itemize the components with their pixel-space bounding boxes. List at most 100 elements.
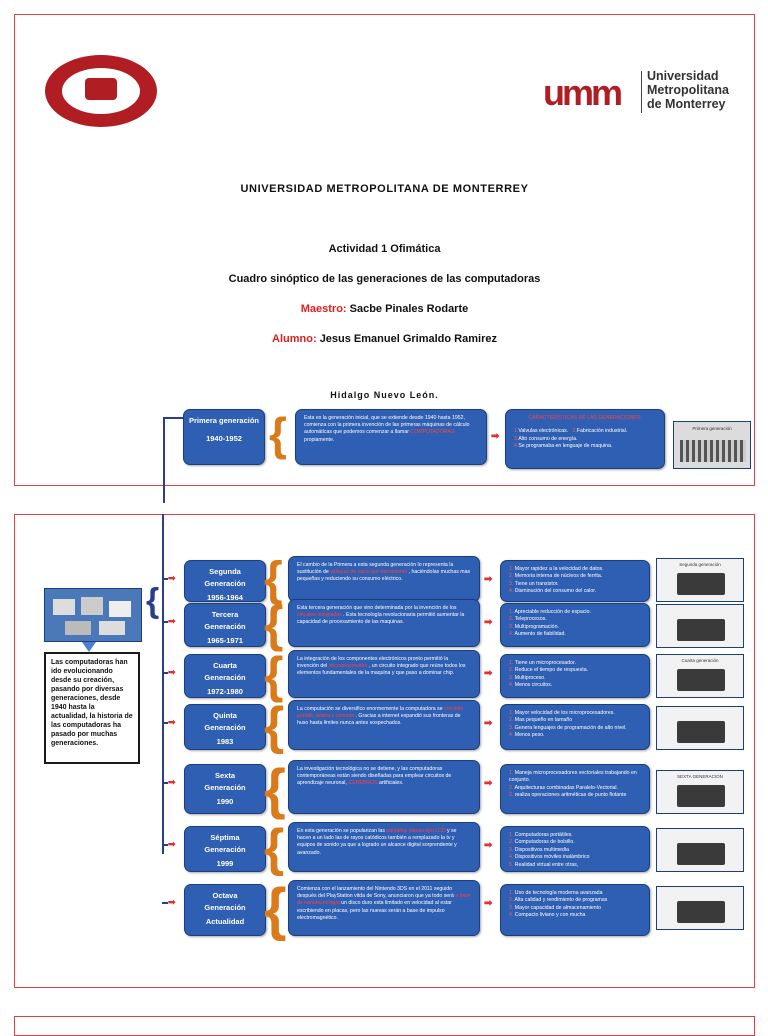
- down-arrow-icon: [82, 642, 96, 652]
- generation-characteristics: 1. Maneja microprocesadores vectoriales …: [500, 764, 650, 814]
- brand-line-2: Metropolitana: [647, 83, 729, 97]
- bracket-icon: {: [264, 553, 283, 606]
- generation-name: Séptima Generación: [204, 833, 246, 854]
- right-arrow-icon: ➡: [484, 574, 493, 585]
- teacher-name: Sacbe Pinales Rodarte: [349, 303, 469, 315]
- generation-years: 1940-1952: [206, 434, 242, 443]
- summary-text-box: Las computadoras han ido evolucionando d…: [44, 652, 140, 764]
- generation-box: Primera generación 1940-1952: [183, 409, 265, 465]
- right-arrow-icon: ➡: [484, 617, 493, 628]
- generation-years: 1999: [216, 859, 234, 868]
- right-arrow-icon: ➡: [168, 573, 176, 583]
- bracket-icon: {: [269, 408, 287, 460]
- generation-years: 1956-1964: [207, 593, 243, 602]
- logo-divider: [641, 71, 642, 113]
- generation-box: Segunda Generación 1956-1964: [184, 560, 266, 602]
- bracket-icon: {: [264, 647, 284, 703]
- right-arrow-icon: ➡: [168, 717, 176, 727]
- generation-years: 1965-1971: [207, 636, 243, 645]
- bracket-icon: {: [264, 757, 286, 820]
- generation-name: Segunda Generación: [204, 567, 246, 588]
- generation-description: El cambio de la Primera a esta segunda g…: [288, 556, 480, 602]
- generation-box: Cuarta Generación 1972-1980: [184, 654, 266, 698]
- document-subtitle: Cuadro sinóptico de las generaciones de …: [228, 273, 541, 285]
- bracket-icon: {: [264, 697, 285, 755]
- right-arrow-icon: ➡: [491, 431, 500, 442]
- connector-line: [162, 782, 168, 784]
- student-name: Jesus Emanuel Grimaldo Ramirez: [319, 333, 497, 345]
- generation-name: Primera generación: [188, 416, 260, 425]
- connector-line: [162, 672, 168, 674]
- right-arrow-icon: ➡: [168, 667, 176, 677]
- bracket-icon: {: [264, 596, 284, 652]
- student-label: Alumno:: [272, 333, 317, 345]
- generation-description: En esta generación se popularizan las pa…: [288, 822, 480, 872]
- connector-line: [162, 514, 164, 854]
- connector-line: [162, 621, 168, 623]
- connector-line: [162, 902, 168, 904]
- generation-photo: SEXTA GENERACION: [656, 770, 744, 814]
- page-1: umm Universidad Metropolitana de Monterr…: [14, 14, 755, 503]
- right-arrow-icon: ➡: [168, 616, 176, 626]
- connector-line: [162, 722, 168, 724]
- right-arrow-icon: ➡: [484, 898, 493, 909]
- connector-line: [163, 417, 165, 503]
- generation-name: Octava Generación: [204, 891, 246, 912]
- connector-line: [163, 417, 183, 419]
- generation-description: La integración de los componentes electr…: [288, 650, 480, 698]
- generation-name: Sexta Generación: [204, 771, 246, 792]
- generation-description: La computación se diversifico enormement…: [288, 700, 480, 750]
- generation-photo: [656, 886, 744, 930]
- right-arrow-icon: ➡: [484, 718, 493, 729]
- generation-years: 1983: [216, 737, 234, 746]
- generation-characteristics: 1. Apreciable reducción de espacio.2. Te…: [500, 603, 650, 647]
- generation-years: 1990: [216, 797, 234, 806]
- page-3: [14, 1016, 755, 1036]
- right-arrow-icon: ➡: [484, 778, 493, 789]
- student-line: Alumno: Jesus Emanuel Grimaldo Ramirez: [15, 333, 754, 345]
- right-arrow-icon: ➡: [484, 668, 493, 679]
- brand-line-1: Universidad: [647, 69, 719, 83]
- bracket-icon: {: [264, 819, 285, 877]
- generation-box: Séptima Generación 1999: [184, 826, 266, 872]
- generation-photo: [656, 706, 744, 750]
- university-title: UNIVERSIDAD METROPOLITANA DE MONTERREY: [240, 183, 529, 195]
- generation-box: Octava Generación Actualidad: [184, 884, 266, 936]
- activity-title: Actividad 1 Ofimática: [328, 243, 441, 255]
- generation-box: Tercera Generación 1965-1971: [184, 603, 266, 647]
- brand-text: Universidad Metropolitana de Monterrey: [647, 69, 729, 111]
- summary-thumbnail: [44, 588, 142, 642]
- university-brand-logo: umm Universidad Metropolitana de Monterr…: [543, 69, 743, 115]
- generation-name: Quinta Generación: [204, 711, 246, 732]
- generation-characteristics: 1. Mayor rapidez a la velocidad de datos…: [500, 560, 650, 602]
- generation-years: Actualidad: [205, 917, 245, 926]
- right-arrow-icon: ➡: [168, 839, 176, 849]
- teacher-label: Maestro:: [300, 303, 347, 315]
- generation-characteristics: 1. Mayor velocidad de los microprocesado…: [500, 704, 650, 750]
- generation-photo: [656, 604, 744, 648]
- right-arrow-icon: ➡: [168, 897, 176, 907]
- connector-line: [162, 844, 168, 846]
- generation-box: Quinta Generación 1983: [184, 704, 266, 750]
- location-text: Hidalgo Nuevo León.: [330, 390, 439, 400]
- generation-description: Esta tercera generación que vino determi…: [288, 599, 480, 647]
- generation-name: Cuarta Generación: [204, 661, 246, 682]
- generation-photo: [656, 828, 744, 872]
- teacher-line: Maestro: Sacbe Pinales Rodarte: [15, 303, 754, 315]
- generation-description: La investigación tecnológica no se detie…: [288, 760, 480, 814]
- right-arrow-icon: ➡: [168, 777, 176, 787]
- right-arrow-icon: ➡: [484, 840, 493, 851]
- generation-characteristics: 1. Computadoras portátiles.2. Computador…: [500, 826, 650, 872]
- generation-characteristics: 1. Tiene un microprocesador.2. Reduce el…: [500, 654, 650, 698]
- main-bracket-icon: {: [146, 582, 160, 620]
- generation-name: Tercera Generación: [204, 610, 246, 631]
- generation-years: 1972-1980: [207, 687, 243, 696]
- bracket-icon: {: [264, 877, 287, 942]
- university-seal-logo: [45, 55, 157, 127]
- svg-text:umm: umm: [543, 75, 621, 109]
- generation-photo: Segunda generación: [656, 558, 744, 602]
- generation-characteristics: CARACTERÍSTICAS DE LAS GENERACIONES: 1.V…: [505, 409, 665, 469]
- generation-photo: Primera generación: [673, 421, 751, 469]
- generation-description: Esta es la generación inicial, que se ex…: [295, 409, 487, 465]
